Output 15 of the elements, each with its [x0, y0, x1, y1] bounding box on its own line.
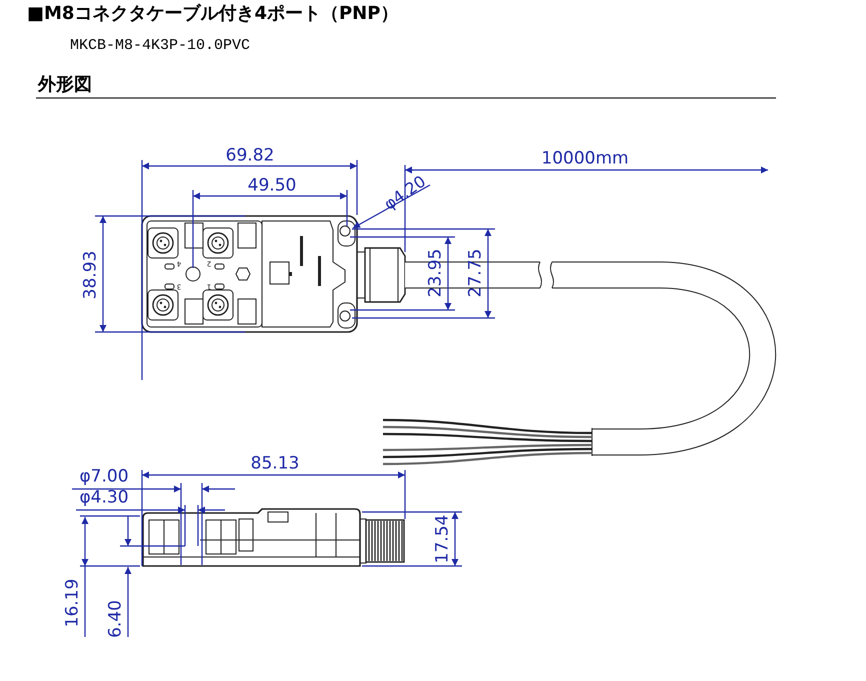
dimension-label: 17.54 [434, 514, 452, 564]
dimension-label: 49.50 [248, 178, 296, 194]
dimension-label: 38.93 [82, 250, 100, 300]
dimension-label: 10000mm [541, 150, 629, 168]
section-heading: 外形図 [38, 76, 92, 94]
dimension-label: φ7.00 [79, 468, 129, 486]
dimension-label: 69.82 [226, 148, 274, 164]
dimension-label: 27.75 [468, 248, 484, 298]
dimension-label: 23.95 [428, 248, 444, 298]
dimension-label: 16.19 [64, 578, 82, 628]
model-number: MKCB-M8-4K3P-10.0PVC [70, 38, 250, 53]
dimension-label: 85.13 [250, 456, 300, 472]
dimension-label: 6.40 [108, 600, 124, 638]
dimension-label: φ4.30 [79, 490, 129, 506]
title: ■M8コネクタケーブル付き4ポート（PNP） [27, 5, 398, 23]
